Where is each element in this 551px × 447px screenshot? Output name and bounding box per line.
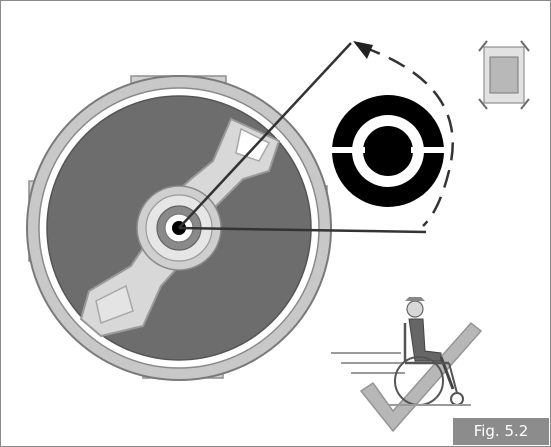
rotation-arrow	[353, 41, 454, 227]
device-thumb-leg-tr	[520, 40, 530, 52]
person-body	[408, 318, 442, 362]
lock-symbol-gap-right	[411, 147, 445, 153]
person-cap	[405, 297, 425, 301]
wheelchair-user-icon	[331, 297, 483, 433]
pointer-line-horizontal	[178, 226, 427, 234]
pointer-line-diagonal	[178, 42, 352, 229]
figure-caption: Fig. 5.2	[453, 418, 549, 445]
device-thumb-leg-tl	[478, 40, 488, 52]
rotation-arc-dashed	[362, 45, 454, 227]
lock-symbol-icon	[331, 95, 445, 207]
wheelchair-frame	[448, 362, 458, 394]
wheelchair-caster	[450, 392, 464, 406]
device-thumb-leg-bl	[478, 98, 488, 110]
device-thumb-panel	[489, 56, 519, 94]
person-head	[406, 300, 424, 318]
lock-symbol-gap-left	[331, 147, 365, 153]
device-thumbnail-icon	[478, 40, 530, 110]
lever-arm-grip-bottom	[95, 284, 134, 325]
rotation-arrowhead	[353, 41, 373, 59]
lock-symbol-core	[363, 126, 413, 176]
pointer-lines	[178, 42, 427, 234]
lever-arm-slot-top	[235, 127, 271, 162]
device-thumb-leg-br	[520, 98, 530, 110]
check-mark-icon	[359, 321, 483, 433]
